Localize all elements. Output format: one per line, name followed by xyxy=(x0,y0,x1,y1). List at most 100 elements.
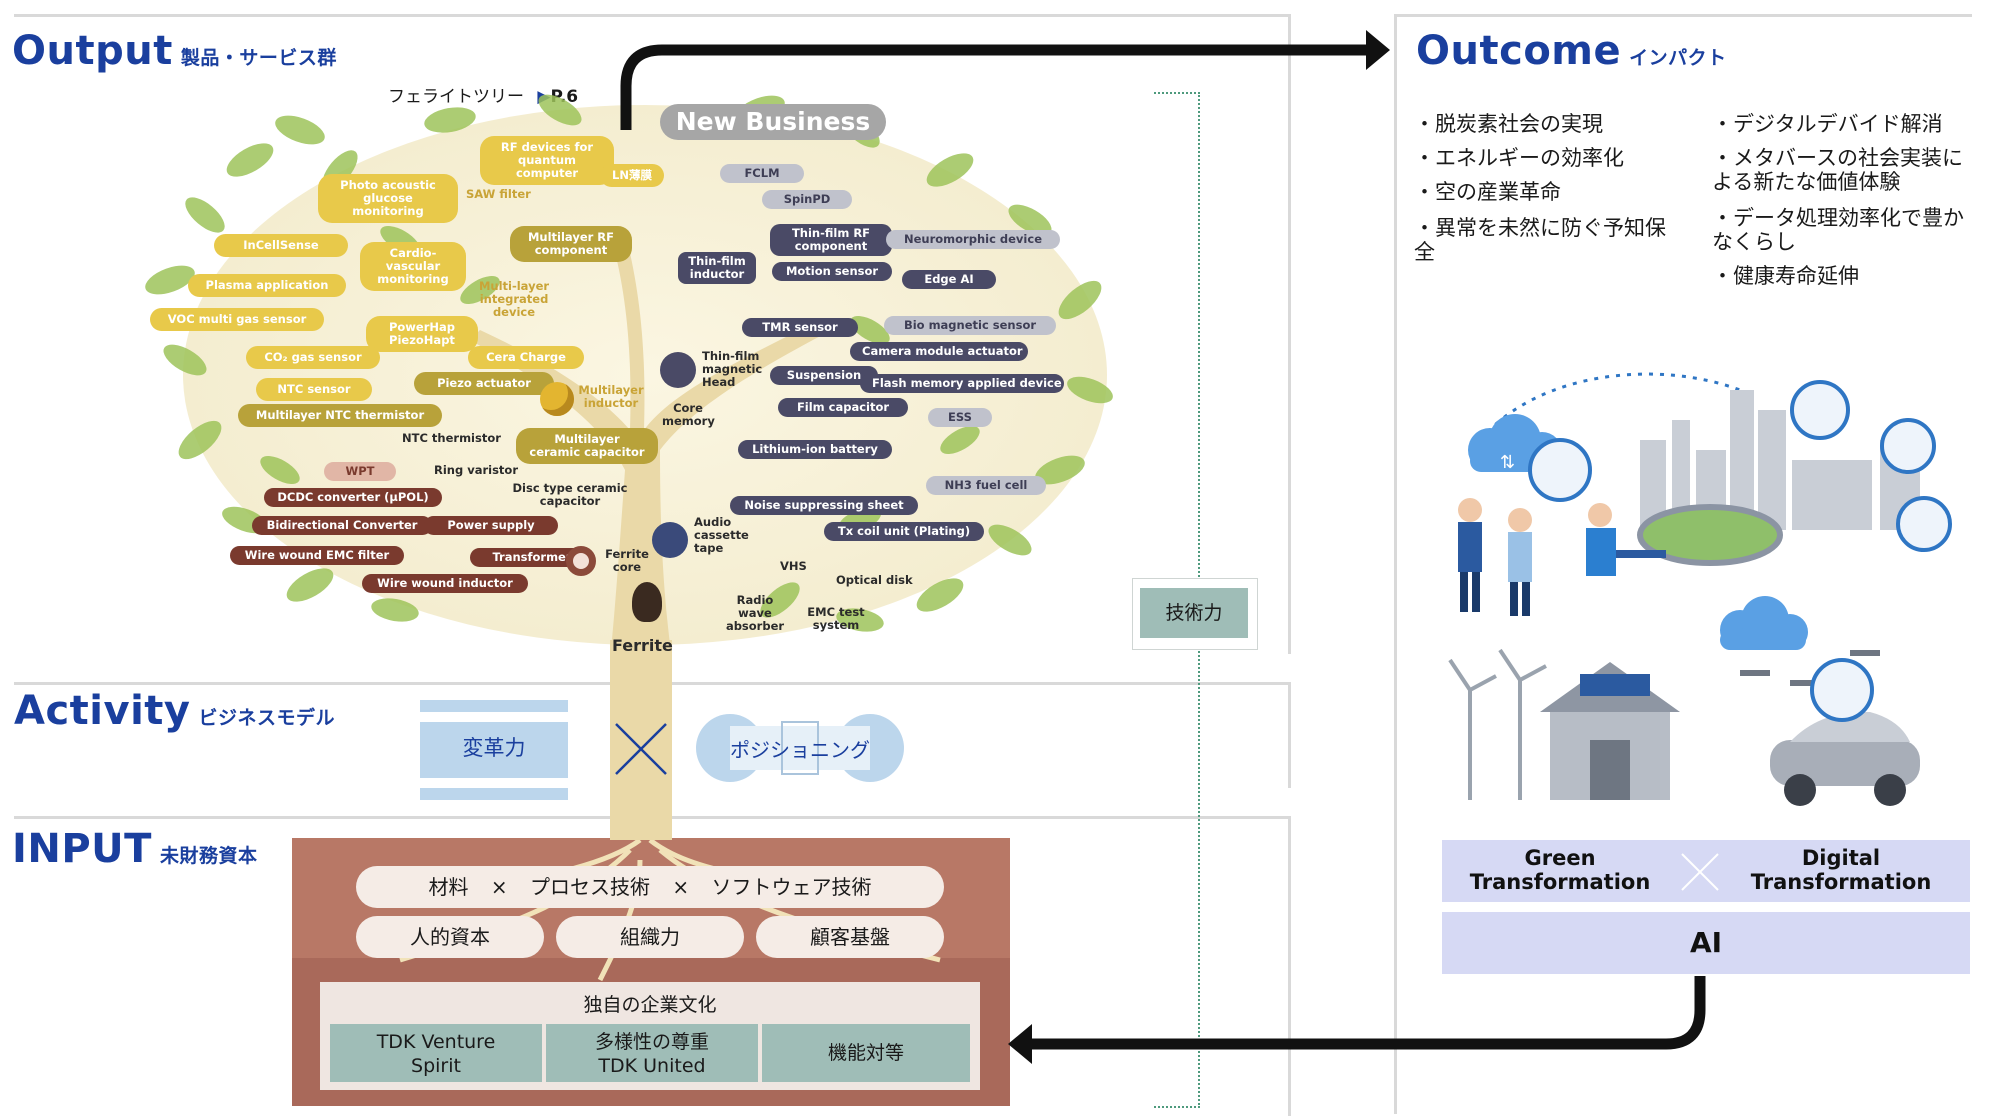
label-flash-memory: Flash memory applied device xyxy=(860,374,1064,393)
ferrite-icon xyxy=(632,582,662,622)
label-ferrite: Ferrite xyxy=(612,636,673,655)
label-tmr: TMR sensor xyxy=(742,318,858,337)
outcome-left-3: ・空の産業革命 xyxy=(1414,180,1561,204)
output-title-main: Output xyxy=(12,28,173,74)
label-power-supply: Power supply xyxy=(424,516,558,535)
culture-equal: 機能対等 xyxy=(762,1024,970,1082)
transform-panel xyxy=(420,700,568,800)
activity-subtitle: ビジネスモデル xyxy=(198,707,335,729)
outcome-right-4: ・健康寿命延伸 xyxy=(1712,264,1859,288)
label-piezo-actuator: Piezo actuator xyxy=(414,372,554,395)
label-multilayer-integrated: Multi-layer integrated device xyxy=(478,279,550,319)
label-audio-tape: Audio cassette tape xyxy=(694,515,749,555)
outcome-left-border xyxy=(1394,14,1397,1114)
output-right-border xyxy=(1288,14,1291,654)
label-incellsense: InCellSense xyxy=(214,234,348,257)
outcome-left-3-text: 空の産業革命 xyxy=(1435,180,1561,204)
root-process: プロセス技術 xyxy=(530,875,650,899)
ai-band: AI xyxy=(1442,912,1970,974)
label-thin-film-inductor: Thin-film inductor xyxy=(678,252,756,284)
activity-title-main: Activity xyxy=(14,688,191,734)
label-radio-absorber: Radio wave absorber xyxy=(725,593,785,633)
label-lithium: Lithium-ion battery xyxy=(738,440,892,459)
gx-dx-band xyxy=(1442,840,1970,902)
outcome-right-4-text: 健康寿命延伸 xyxy=(1733,264,1859,288)
label-multilayer-ntc: Multilayer NTC thermistor xyxy=(238,404,442,427)
label-transformer: Transformer xyxy=(470,548,594,567)
cloud-icon-2 xyxy=(1720,596,1808,650)
top-rule-right xyxy=(1394,14,1972,17)
multilayer-inductor-icon xyxy=(540,382,574,416)
label-ferrite-core: Ferrite core xyxy=(605,547,649,574)
culture-title: 独自の企業文化 xyxy=(583,994,717,1016)
label-co2: CO₂ gas sensor xyxy=(246,346,380,369)
outcome-right-3-text: データ処理効率化で豊かなくらし xyxy=(1712,206,1964,254)
label-voc: VOC multi gas sensor xyxy=(150,308,324,331)
outcome-left-4: ・異常を未然に防ぐ予知保全 xyxy=(1414,216,1666,264)
activity-cross-icon xyxy=(612,720,670,778)
root-material: 材料 xyxy=(428,875,469,899)
root-human: 人的資本 xyxy=(356,916,544,958)
label-emc-test: EMC test system xyxy=(807,605,865,632)
culture-equal-label: 機能対等 xyxy=(827,1042,904,1064)
drones xyxy=(1740,650,1880,686)
label-disc-cap: Disc type ceramic capacitor xyxy=(512,481,628,508)
house-with-solar xyxy=(1540,662,1680,800)
label-thin-film-head: Thin-film magnetic Head xyxy=(702,349,763,389)
label-suspension: Suspension xyxy=(770,366,878,385)
label-powerhap: PowerHap PiezoHapt xyxy=(366,316,478,352)
label-multilayer-cap: Multilayer ceramic capacitor xyxy=(516,428,658,464)
activity-right-label: ポジショニング xyxy=(730,738,870,762)
culture-united: 多様性の尊重 TDK United xyxy=(546,1024,758,1082)
label-thin-film-rf: Thin-film RF component xyxy=(770,224,892,256)
outcome-right-2: ・メタバースの社会実装による新たな価値体験 xyxy=(1712,146,1963,194)
outcome-right-3: ・データ処理効率化で豊かなくらし xyxy=(1712,206,1964,254)
label-dcdc: DCDC converter (μPOL) xyxy=(264,488,442,507)
culture-venture-label: TDK Venture Spirit xyxy=(376,1031,496,1077)
label-nh3: NH3 fuel cell xyxy=(926,476,1046,495)
outcome-left-4-text: 異常を未然に防ぐ予知保全 xyxy=(1414,216,1666,264)
label-ntc-thermistor: NTC thermistor xyxy=(402,431,501,445)
input-title-main: INPUT xyxy=(12,826,152,872)
label-ess: ESS xyxy=(928,408,992,427)
label-photo-acoustic: Photo acoustic glucose monitoring xyxy=(318,174,458,223)
people-group xyxy=(1458,498,1666,616)
root-cross-2: × xyxy=(672,875,690,899)
root-software: ソフトウェア技術 xyxy=(711,875,872,899)
label-tx-coil: Tx coil unit (Plating) xyxy=(824,522,984,541)
label-ntc-sensor: NTC sensor xyxy=(256,378,372,401)
label-saw: SAW filter xyxy=(466,187,531,201)
tech-strength-label: 技術力 xyxy=(1140,588,1248,638)
label-camera-actuator: Camera module actuator xyxy=(850,342,1028,361)
label-spinpd: SpinPD xyxy=(762,190,852,209)
outcome-left-2: ・エネルギーの効率化 xyxy=(1414,146,1624,170)
stadium xyxy=(1637,504,1783,566)
wind-turbines xyxy=(1448,648,1547,800)
culture-united-label: 多様性の尊重 TDK United xyxy=(594,1031,709,1077)
label-noise-sheet: Noise suppressing sheet xyxy=(730,496,918,515)
svg-text:⇅: ⇅ xyxy=(1500,452,1515,473)
label-ln: LN薄膜 xyxy=(600,164,664,187)
input-right-border xyxy=(1288,816,1291,1116)
activity-left-label: 変革力 xyxy=(462,736,526,760)
audio-tape-icon xyxy=(652,522,688,558)
output-subtitle: 製品・サービス群 xyxy=(180,47,337,69)
label-ring-varistor: Ring varistor xyxy=(434,463,519,477)
label-multilayer-inductor: Multilayer inductor xyxy=(578,383,644,410)
label-core-memory: Core memory xyxy=(662,401,715,428)
label-vhs: VHS xyxy=(780,559,807,573)
outcome-subtitle: インパクト xyxy=(1629,47,1727,69)
outcome-right-2-text: メタバースの社会実装による新たな価値体験 xyxy=(1712,146,1963,194)
label-wire-emc: Wire wound EMC filter xyxy=(230,546,404,565)
label-film-cap: Film capacitor xyxy=(778,398,908,417)
label-rf-quantum: RF devices for quantum computer xyxy=(480,136,614,185)
output-to-outcome-arrowhead xyxy=(1366,30,1390,70)
label-bio-magnetic: Bio magnetic sensor xyxy=(884,316,1056,335)
thin-film-head-icon xyxy=(660,352,696,388)
activity-title: Activity ビジネスモデル xyxy=(14,688,335,734)
output-title: Output 製品・サービス群 xyxy=(12,28,337,74)
root-customer: 顧客基盤 xyxy=(756,916,944,958)
